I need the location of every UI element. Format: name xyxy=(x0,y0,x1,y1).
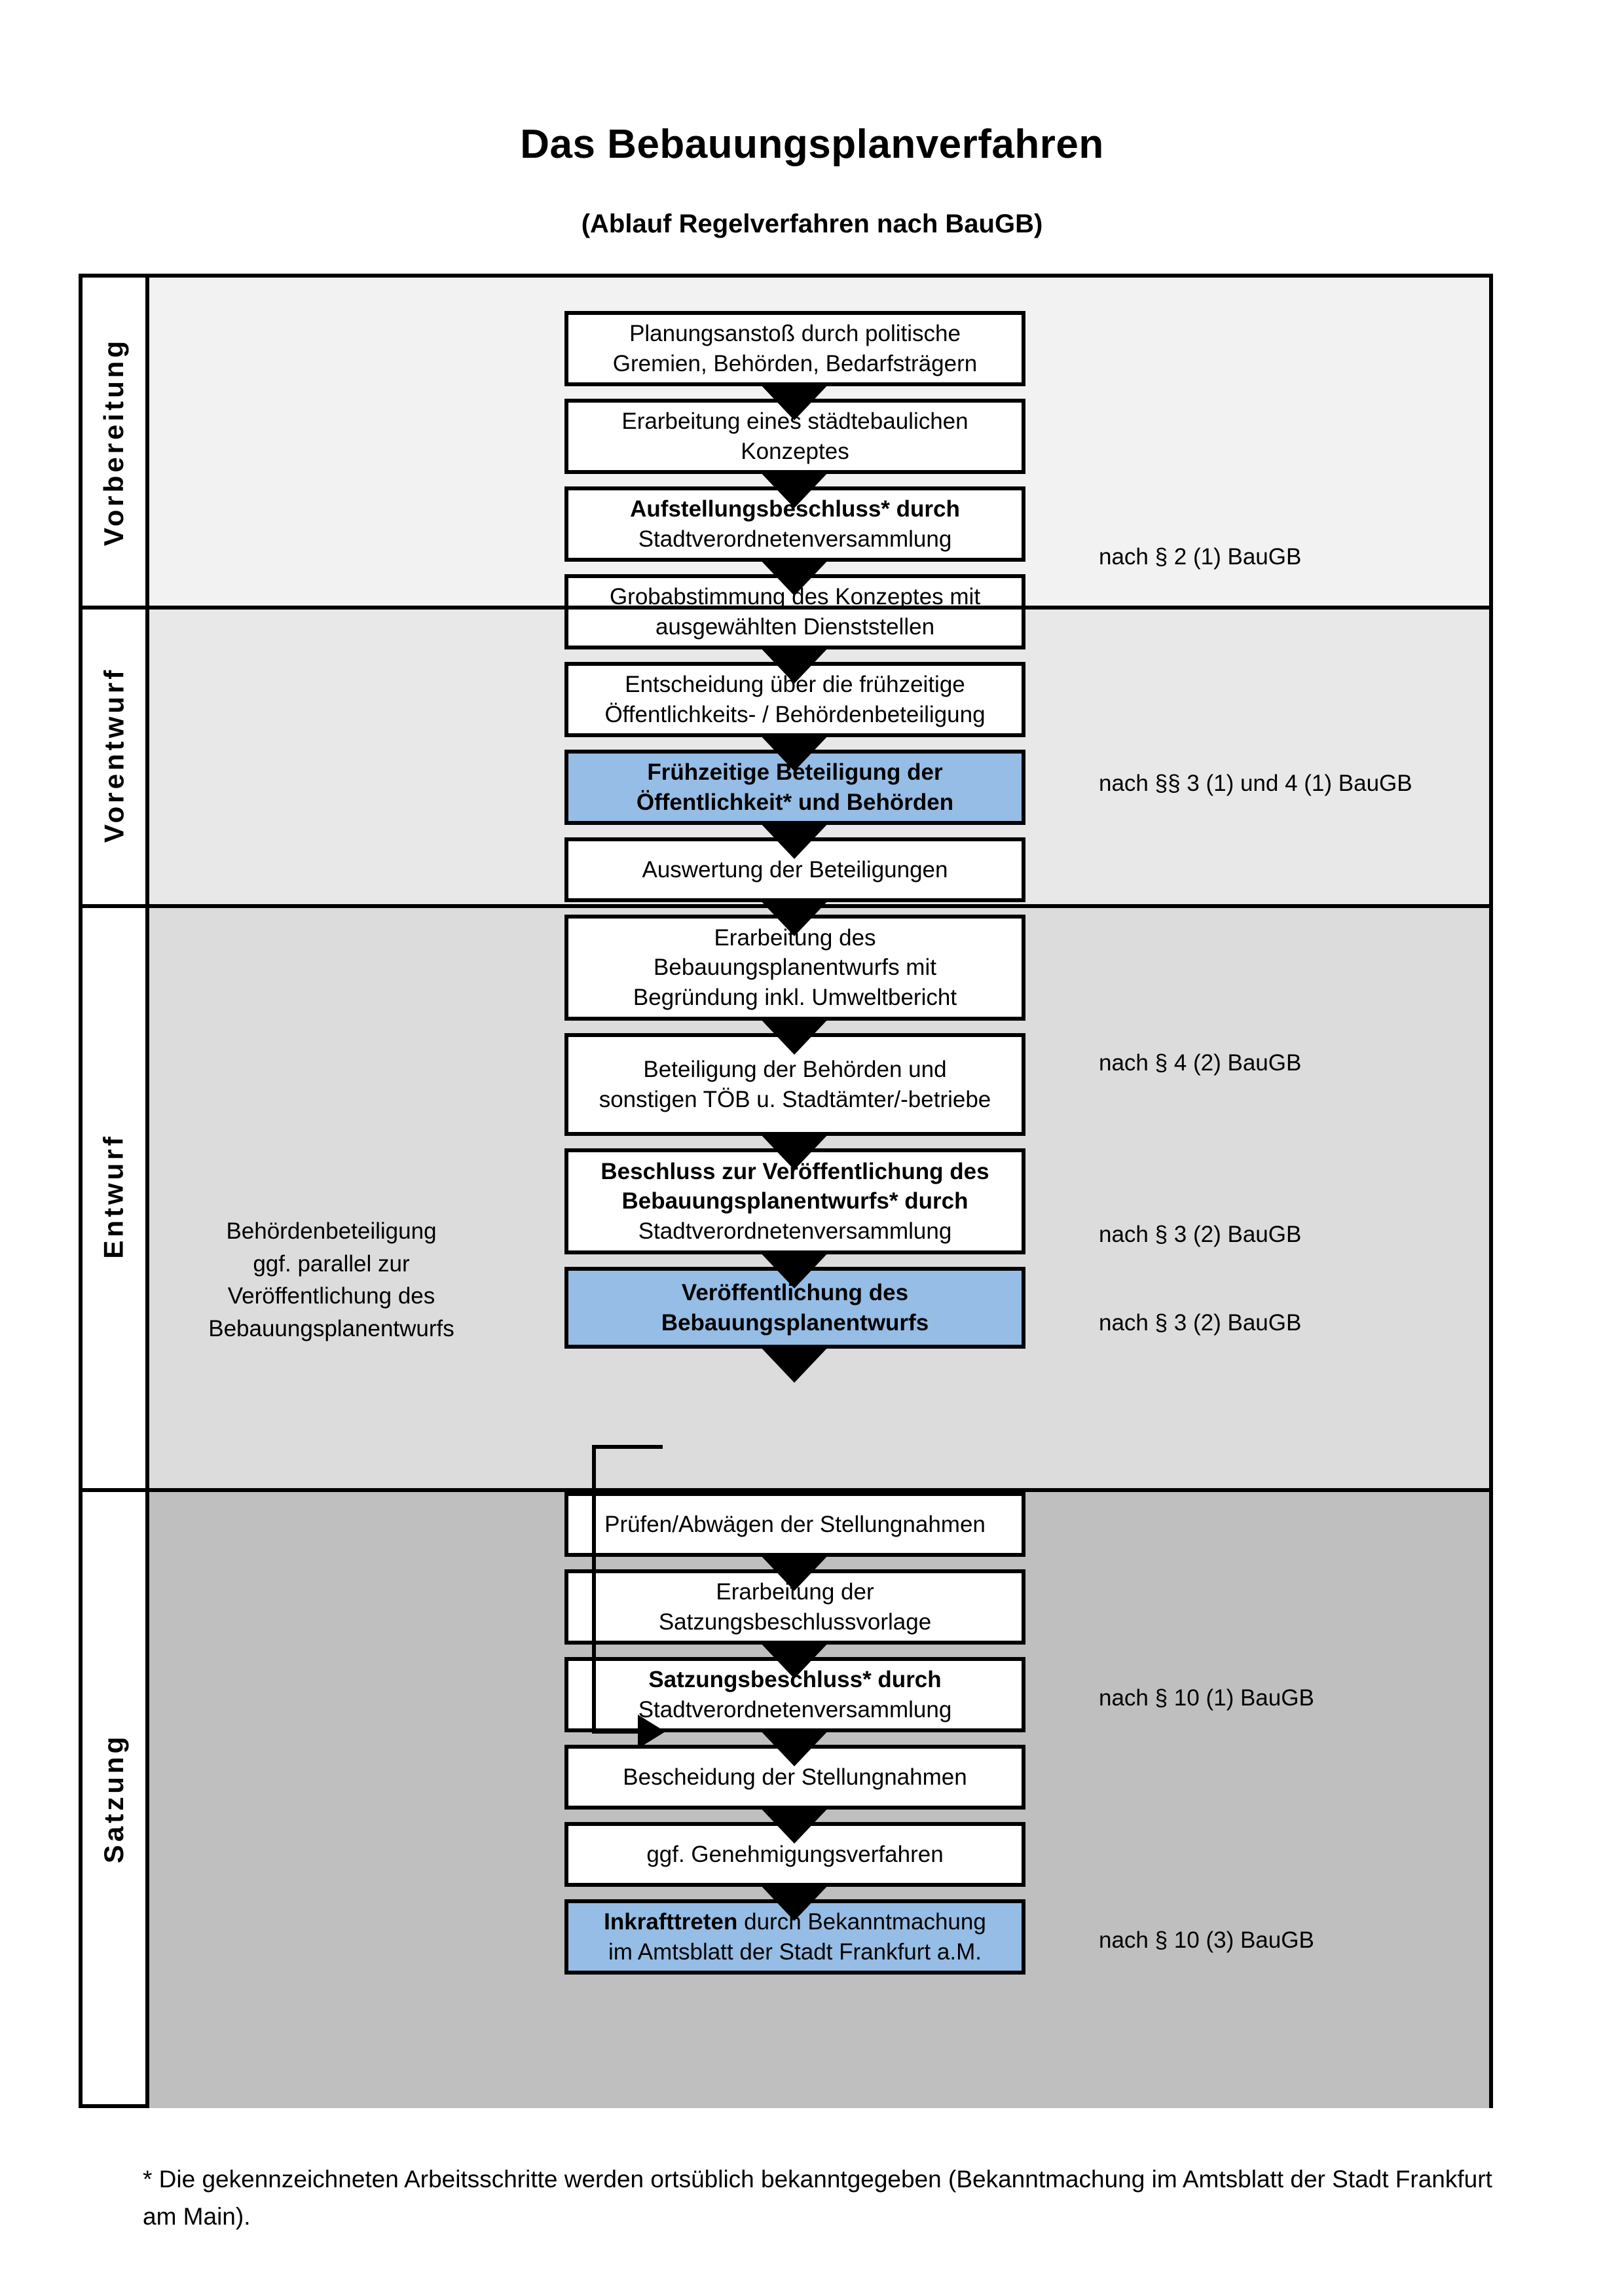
phase-label-text: Entwurf xyxy=(98,1133,129,1259)
step-line: Bescheidung der Stellungnahmen xyxy=(623,1764,967,1790)
step-box-pruefen-abwaegen[interactable]: Prüfen/Abwägen der Stellungnahmen xyxy=(564,1492,1025,1557)
flow-arrow-icon xyxy=(758,733,830,771)
flow-arrow-icon xyxy=(758,1806,830,1844)
flow-arrow-icon xyxy=(758,1553,830,1591)
flow-arrow-icon xyxy=(758,821,830,859)
side-note-line: Veröffentlichung des xyxy=(227,1283,435,1309)
flowchart-frame: Vorbereitung Vorentwurf Entwurf Satzung … xyxy=(79,274,1493,2108)
bracket-arrowhead-icon xyxy=(638,1715,665,1749)
flow-arrow-icon xyxy=(758,1883,830,1921)
phase-label-entwurf: Entwurf xyxy=(83,904,145,1488)
phase-label-satzung: Satzung xyxy=(83,1488,145,2108)
step-line: im Amtsblatt der Stadt Frankfurt a.M. xyxy=(608,1939,982,1965)
legal-ref-3-2-b: nach § 3 (2) BauGB xyxy=(1099,1310,1302,1336)
phase-label-vorentwurf: Vorentwurf xyxy=(83,606,145,904)
bracket-connector-left xyxy=(592,1445,596,1734)
legal-ref-3-2-a: nach § 3 (2) BauGB xyxy=(1099,1222,1302,1247)
step-line: Bebauungsplanentwurfs* durch xyxy=(621,1188,969,1214)
step-line: Stadtverordnetenversammlung xyxy=(638,526,952,552)
side-note-line: ggf. parallel zur xyxy=(253,1250,410,1277)
step-line: Inkrafttreten durch Bekanntmachung xyxy=(604,1907,986,1937)
footnote-text: * Die gekennzeichneten Arbeitsschritte w… xyxy=(143,2166,1492,2231)
step-line: Gremien, Behörden, Bedarfsträgern xyxy=(612,350,978,376)
step-line: Satzungsbeschlussvorlage xyxy=(658,1609,932,1635)
phase-label-text: Vorbereitung xyxy=(98,337,130,546)
phase-divider-3 xyxy=(83,1488,1489,1492)
step-line: Planungsanstoß durch politische xyxy=(629,321,961,346)
step-line: ggf. Genehmigungsverfahren xyxy=(646,1841,944,1867)
legal-ref-3-1-4-1: nach §§ 3 (1) und 4 (1) BauGB xyxy=(1099,771,1412,796)
phase-divider-1 xyxy=(83,606,1489,610)
legal-ref-4-2: nach § 4 (2) BauGB xyxy=(1099,1050,1302,1076)
step-line: Prüfen/Abwägen der Stellungnahmen xyxy=(604,1511,986,1537)
bracket-connector-bottom xyxy=(592,1730,643,1734)
flow-arrow-icon xyxy=(758,1132,830,1170)
phase-label-vorbereitung: Vorbereitung xyxy=(83,278,145,606)
phase-label-text: Satzung xyxy=(98,1733,130,1863)
step-line: Beteiligung der Behörden und xyxy=(643,1057,947,1082)
step-line: Stadtverordnetenversammlung xyxy=(638,1218,952,1244)
side-note-line: Behördenbeteiligung xyxy=(226,1218,437,1244)
legal-ref-2-1: nach § 2 (1) BauGB xyxy=(1099,544,1302,570)
flow-arrow-icon xyxy=(758,646,830,683)
flow-arrow-icon xyxy=(758,1728,830,1766)
phase-label-text: Vorentwurf xyxy=(98,666,129,843)
side-note-behoerdenbeteiligung: Behördenbeteiligung ggf. parallel zur Ve… xyxy=(187,1215,475,1345)
step-line: ausgewählten Dienststellen xyxy=(655,613,935,640)
bracket-connector-top xyxy=(592,1445,663,1449)
flow-arrow-icon xyxy=(758,1345,830,1383)
step-line: Öffentlichkeits- / Behördenbeteiligung xyxy=(604,701,986,727)
page-title: Das Bebauungsplanverfahren xyxy=(520,122,1104,167)
step-box-planungsanstoss[interactable]: Planungsanstoß durch politische Gremien,… xyxy=(564,311,1025,386)
flow-arrow-icon xyxy=(758,1017,830,1055)
step-line-emphasis: Inkrafttreten xyxy=(604,1909,738,1935)
step-line: sonstigen TÖB u. Stadtämter/-betriebe xyxy=(599,1086,991,1112)
legal-ref-10-3: nach § 10 (3) BauGB xyxy=(1099,1927,1314,1953)
flow-arrow-icon xyxy=(758,558,830,596)
step-line: Bebauungsplanentwurfs xyxy=(661,1309,929,1336)
flow-arrow-icon xyxy=(758,1641,830,1679)
step-line: Begründung inkl. Umweltbericht xyxy=(633,984,957,1010)
page-subtitle: (Ablauf Regelverfahren nach BauGB) xyxy=(581,210,1043,238)
flow-arrow-icon xyxy=(758,382,830,420)
step-line: Auswertung der Beteiligungen xyxy=(642,856,948,883)
legal-ref-10-1: nach § 10 (1) BauGB xyxy=(1099,1685,1314,1711)
step-line: Öffentlichkeit* und Behörden xyxy=(636,789,954,815)
step-line: Stadtverordnetenversammlung xyxy=(638,1696,952,1722)
side-note-line: Bebauungsplanentwurfs xyxy=(208,1316,454,1342)
step-line: Konzeptes xyxy=(741,438,849,464)
phase-label-divider xyxy=(145,278,149,2104)
flow-arrow-icon xyxy=(758,1250,830,1288)
flow-arrow-icon xyxy=(758,470,830,508)
step-line: Bebauungsplanentwurfs mit xyxy=(654,955,936,981)
phase-divider-2 xyxy=(83,904,1489,908)
